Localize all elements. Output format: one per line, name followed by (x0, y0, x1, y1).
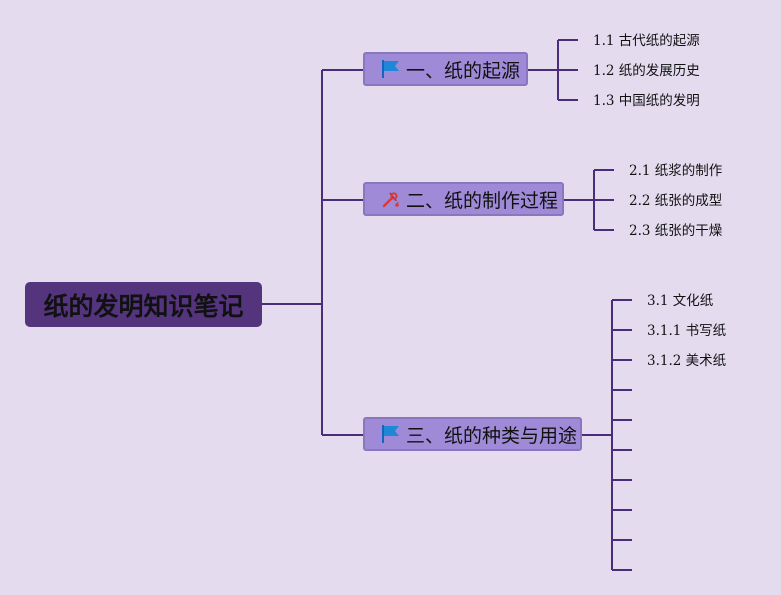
branch-process-label: 二、纸的制作过程 (406, 189, 559, 212)
central-topic-label: 纸的发明知识笔记 (43, 291, 244, 321)
subtopic-3-1[interactable]: 3.1 文化纸 (647, 293, 714, 309)
red-tools-icon (380, 188, 402, 210)
subtopic-2-2[interactable]: 2.2 纸张的成型 (629, 193, 723, 209)
branch-types[interactable]: 三、纸的种类与用途 (363, 417, 582, 451)
subtopic-3-3[interactable]: 3.1.2 美术纸 (647, 353, 727, 369)
branch-types-label: 三、纸的种类与用途 (406, 424, 578, 447)
subtopic-3-2[interactable]: 3.1.1 书写纸 (647, 323, 727, 339)
subtopic-2-1[interactable]: 2.1 纸浆的制作 (629, 163, 723, 179)
blue-flag-icon (380, 423, 402, 445)
branch-origin-label: 一、纸的起源 (406, 59, 521, 82)
subtopic-1-2[interactable]: 1.2 纸的发展历史 (593, 63, 700, 79)
branch-origin[interactable]: 一、纸的起源 (363, 52, 528, 86)
subtopic-1-1[interactable]: 1.1 古代纸的起源 (593, 33, 700, 49)
subtopic-2-3[interactable]: 2.3 纸张的干燥 (629, 223, 723, 239)
blue-flag-icon (380, 58, 402, 80)
subtopic-1-3[interactable]: 1.3 中国纸的发明 (593, 93, 700, 109)
branch-process[interactable]: 二、纸的制作过程 (363, 182, 564, 216)
central-topic[interactable]: 纸的发明知识笔记 (25, 282, 262, 327)
